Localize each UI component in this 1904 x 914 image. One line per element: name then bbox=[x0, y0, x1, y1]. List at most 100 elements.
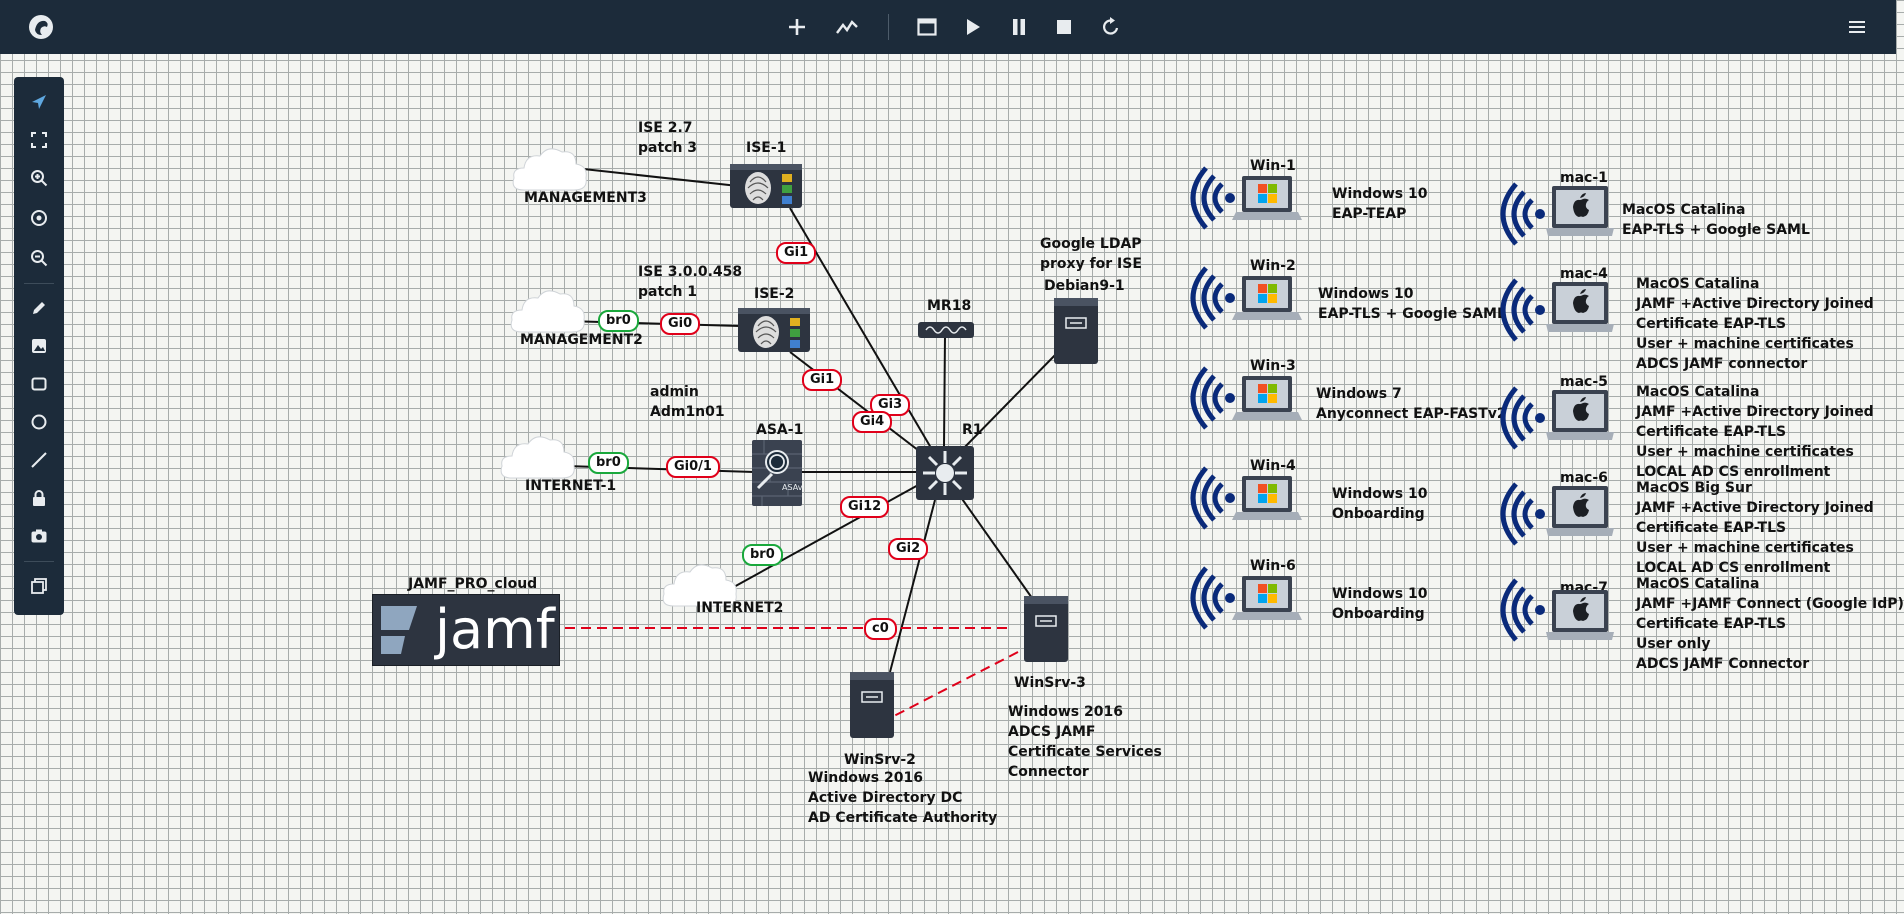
wifi-laptop-apple-icon bbox=[1500, 482, 1614, 546]
pointer-icon[interactable] bbox=[24, 87, 54, 117]
pencil-icon[interactable] bbox=[24, 293, 54, 323]
rectangle-icon[interactable] bbox=[24, 369, 54, 399]
jamf-logo-text: jamf bbox=[435, 598, 555, 661]
stop-icon[interactable] bbox=[1049, 12, 1079, 42]
server-icon bbox=[850, 672, 894, 738]
line-icon[interactable] bbox=[24, 445, 54, 475]
wifi-laptop-windows-icon bbox=[1190, 166, 1302, 230]
node-ise2[interactable] bbox=[738, 304, 810, 360]
node-win6[interactable] bbox=[1186, 560, 1306, 640]
toolbar-divider bbox=[888, 14, 889, 40]
node-win3[interactable] bbox=[1186, 360, 1306, 440]
interface-label: Gi0/1 bbox=[666, 456, 720, 478]
node-mac6[interactable] bbox=[1496, 476, 1616, 556]
server-icon bbox=[1024, 596, 1068, 662]
node-win2-label: Win-2 bbox=[1250, 258, 1296, 274]
reload-icon[interactable] bbox=[1096, 12, 1126, 42]
interface-label: c0 bbox=[864, 618, 897, 640]
zoom-out-icon[interactable] bbox=[24, 243, 54, 273]
camera-icon[interactable] bbox=[24, 521, 54, 551]
cloud-internet1[interactable] bbox=[498, 428, 578, 488]
cloud-management2[interactable] bbox=[508, 282, 588, 342]
cloud-management2-label: MANAGEMENT2 bbox=[520, 332, 643, 348]
cloud-management3[interactable] bbox=[510, 140, 590, 200]
interface-label: Gi4 bbox=[852, 411, 893, 433]
node-mac4[interactable] bbox=[1496, 272, 1616, 352]
layers-icon[interactable] bbox=[24, 571, 54, 601]
cloud-icon bbox=[510, 290, 585, 333]
server-icon bbox=[1054, 298, 1098, 364]
svg-text:ASAv: ASAv bbox=[782, 483, 803, 492]
hamburger-icon[interactable] bbox=[1842, 12, 1872, 42]
node-debian[interactable] bbox=[1054, 298, 1098, 368]
node-win3-label: Win-3 bbox=[1250, 358, 1296, 374]
node-mac5[interactable] bbox=[1496, 380, 1616, 460]
interface-label: br0 bbox=[588, 452, 629, 474]
wifi-laptop-windows-icon bbox=[1190, 366, 1302, 430]
interface-label: Gi1 bbox=[802, 369, 843, 391]
cloud-internet2-label: INTERNET2 bbox=[696, 600, 784, 616]
window-icon[interactable] bbox=[912, 12, 942, 42]
wifi-laptop-apple-icon bbox=[1500, 182, 1614, 246]
node-jamf-cloud[interactable]: jamf bbox=[372, 594, 560, 666]
zoom-in-icon[interactable] bbox=[24, 163, 54, 193]
image-icon[interactable] bbox=[24, 331, 54, 361]
node-win2[interactable] bbox=[1186, 260, 1306, 340]
node-r1-label: R1 bbox=[962, 422, 983, 438]
wifi-laptop-windows-icon bbox=[1190, 466, 1302, 530]
interface-label: Gi0 bbox=[660, 313, 701, 335]
node-winsrv2-label: WinSrv-2 bbox=[844, 752, 916, 768]
node-debian-label: Debian9-1 bbox=[1044, 278, 1125, 294]
pause-icon[interactable] bbox=[1004, 12, 1034, 42]
top-toolbar bbox=[0, 0, 1896, 54]
node-win4[interactable] bbox=[1186, 460, 1306, 540]
node-mr18-label: MR18 bbox=[927, 298, 972, 314]
cloud-internet1-label: INTERNET-1 bbox=[525, 478, 617, 494]
zoom-reset-icon[interactable] bbox=[24, 203, 54, 233]
interface-label: br0 bbox=[742, 544, 783, 566]
tools-divider bbox=[24, 561, 54, 562]
node-win1[interactable] bbox=[1186, 160, 1306, 240]
node-mac7[interactable] bbox=[1496, 572, 1616, 652]
interface-label: Gi2 bbox=[888, 538, 929, 560]
node-winsrv3-label: WinSrv-3 bbox=[1014, 675, 1086, 691]
cloud-internet2[interactable] bbox=[660, 556, 740, 616]
left-tools-panel bbox=[14, 77, 64, 615]
wifi-laptop-apple-icon bbox=[1500, 578, 1614, 642]
lock-icon[interactable] bbox=[24, 483, 54, 513]
circle-icon[interactable] bbox=[24, 407, 54, 437]
interface-label: br0 bbox=[598, 310, 639, 332]
node-asa1-label: ASA-1 bbox=[756, 422, 804, 438]
node-asa1[interactable]: ASAv bbox=[752, 440, 803, 510]
plus-icon[interactable] bbox=[782, 12, 812, 42]
trend-icon[interactable] bbox=[832, 12, 862, 42]
node-mac5-label: mac-5 bbox=[1560, 374, 1608, 390]
node-win4-label: Win-4 bbox=[1250, 458, 1296, 474]
node-ise1[interactable] bbox=[730, 160, 802, 216]
wifi-laptop-windows-icon bbox=[1190, 566, 1302, 630]
fit-screen-icon[interactable] bbox=[24, 125, 54, 155]
node-mr18[interactable] bbox=[918, 318, 974, 344]
node-mac1[interactable] bbox=[1496, 176, 1616, 256]
router-icon bbox=[916, 446, 974, 500]
link-r1-winsrv2 bbox=[889, 499, 936, 673]
node-r1[interactable] bbox=[916, 446, 974, 504]
eve-ng-logo-icon[interactable] bbox=[24, 10, 58, 44]
play-icon[interactable] bbox=[958, 12, 988, 42]
link-mgmt2-ise2 bbox=[565, 320, 741, 327]
node-winsrv3[interactable] bbox=[1024, 596, 1068, 666]
node-winsrv2[interactable] bbox=[850, 672, 894, 742]
cloud-management3-label: MANAGEMENT3 bbox=[524, 190, 647, 206]
cloud-icon bbox=[662, 564, 737, 607]
link-winsrv3-winsrv2 bbox=[893, 651, 1019, 717]
node-jamf-label: JAMF_PRO_cloud bbox=[408, 576, 538, 592]
node-win6-label: Win-6 bbox=[1250, 558, 1296, 574]
